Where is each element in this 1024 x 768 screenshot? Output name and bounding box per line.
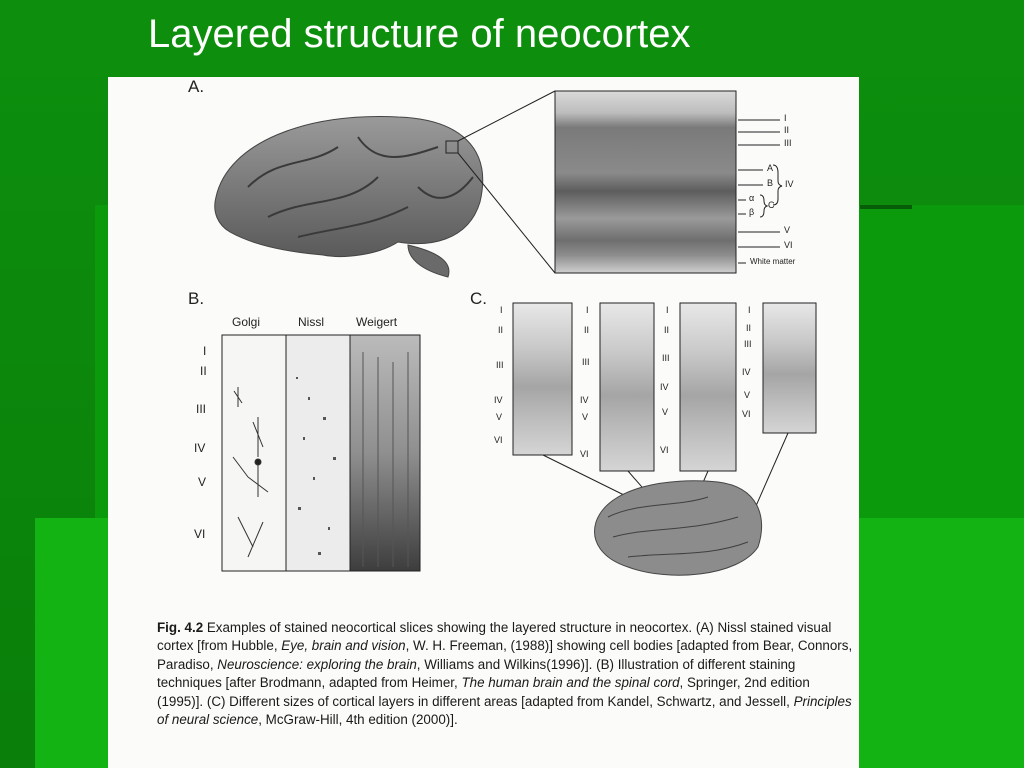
caption-text: , Williams and Wilkins(1996)]. (B) Illus… — [157, 656, 796, 691]
caption-text: , McGraw-Hill, 4th edition (2000)]. — [258, 712, 458, 728]
layer-label: VI — [742, 409, 751, 419]
caption-book-title: Eye, brain and vision — [281, 638, 406, 654]
layer-label: VI — [784, 240, 793, 250]
panel-b-label: B. — [188, 289, 205, 308]
column-header-golgi: Golgi — [232, 315, 261, 329]
layer-label: VI — [660, 445, 669, 455]
layer-label: II — [784, 125, 790, 135]
layer-label: IV — [194, 441, 206, 455]
layer-label: V — [582, 412, 589, 422]
layer-label: V — [496, 412, 503, 422]
layer-label: V — [662, 407, 669, 417]
layer-label: IV — [660, 382, 669, 392]
layer-label: I — [666, 305, 669, 315]
layer-label: III — [784, 138, 792, 148]
decorative-line — [860, 205, 912, 209]
caption-book-title: Principles of neural science — [157, 693, 852, 728]
column-header-nissl: Nissl — [298, 315, 324, 329]
layer-label: III — [582, 357, 590, 367]
layer-label: II — [200, 364, 207, 378]
layer-label: A — [767, 163, 774, 173]
slices-panel-c — [512, 302, 817, 576]
layer-label: II — [664, 325, 670, 335]
layer-label: B — [767, 178, 774, 188]
layer-label: I — [748, 305, 751, 315]
layer-ticks-a — [738, 119, 783, 264]
layer-label: IV — [494, 395, 503, 405]
staining-panel-b — [221, 334, 421, 572]
layer-label: II — [498, 325, 504, 335]
figure-drawing — [214, 90, 817, 576]
layer-label: VI — [580, 449, 589, 459]
layer-label: VI — [194, 527, 206, 541]
nissl-slice-a — [554, 90, 737, 274]
panel-a-label: A. — [188, 77, 205, 96]
layer-label: IV — [580, 395, 589, 405]
layer-label: I — [586, 305, 589, 315]
layer-label: III — [496, 360, 504, 370]
layer-label: III — [662, 353, 670, 363]
figure-image: A. B. C. I II III A B IV α C β V VI Whit… — [108, 77, 859, 768]
layer-label: II — [746, 323, 752, 333]
figure-caption: Fig. 4.2 Examples of stained neocortical… — [157, 619, 857, 729]
caption-book-title: Neuroscience: exploring the brain — [217, 656, 417, 672]
layer-label: I — [500, 305, 503, 315]
layer-label: α — [749, 193, 755, 203]
slide-title: Layered structure of neocortex — [148, 12, 691, 56]
caption-text: , Springer, 2nd edition (1995)]. (C) Dif… — [157, 675, 810, 709]
caption-figure-number: Fig. 4.2 — [157, 620, 204, 635]
layer-label: β — [749, 207, 755, 217]
layer-label: White matter — [750, 257, 796, 266]
brain-illustration-a — [214, 90, 556, 278]
layer-label: II — [584, 325, 590, 335]
panel-c-label: C. — [470, 289, 487, 308]
layer-label: C — [768, 200, 775, 210]
column-header-weigert: Weigert — [356, 315, 398, 329]
layer-label: III — [196, 402, 207, 416]
caption-text: , W. H. Freeman, (1988)] showing cell bo… — [157, 638, 853, 672]
layer-label: V — [784, 225, 791, 235]
caption-text: Examples of stained neocortical slices s… — [157, 620, 832, 654]
layer-label: I — [784, 113, 787, 123]
layer-label: VI — [494, 435, 503, 445]
layer-label: I — [203, 344, 207, 358]
layer-label: III — [744, 339, 752, 349]
layer-label: IV — [785, 179, 794, 189]
layer-label: V — [198, 475, 207, 489]
layer-label: IV — [742, 367, 751, 377]
caption-book-title: The human brain and the spinal cord — [461, 675, 680, 691]
layer-label: V — [744, 390, 751, 400]
